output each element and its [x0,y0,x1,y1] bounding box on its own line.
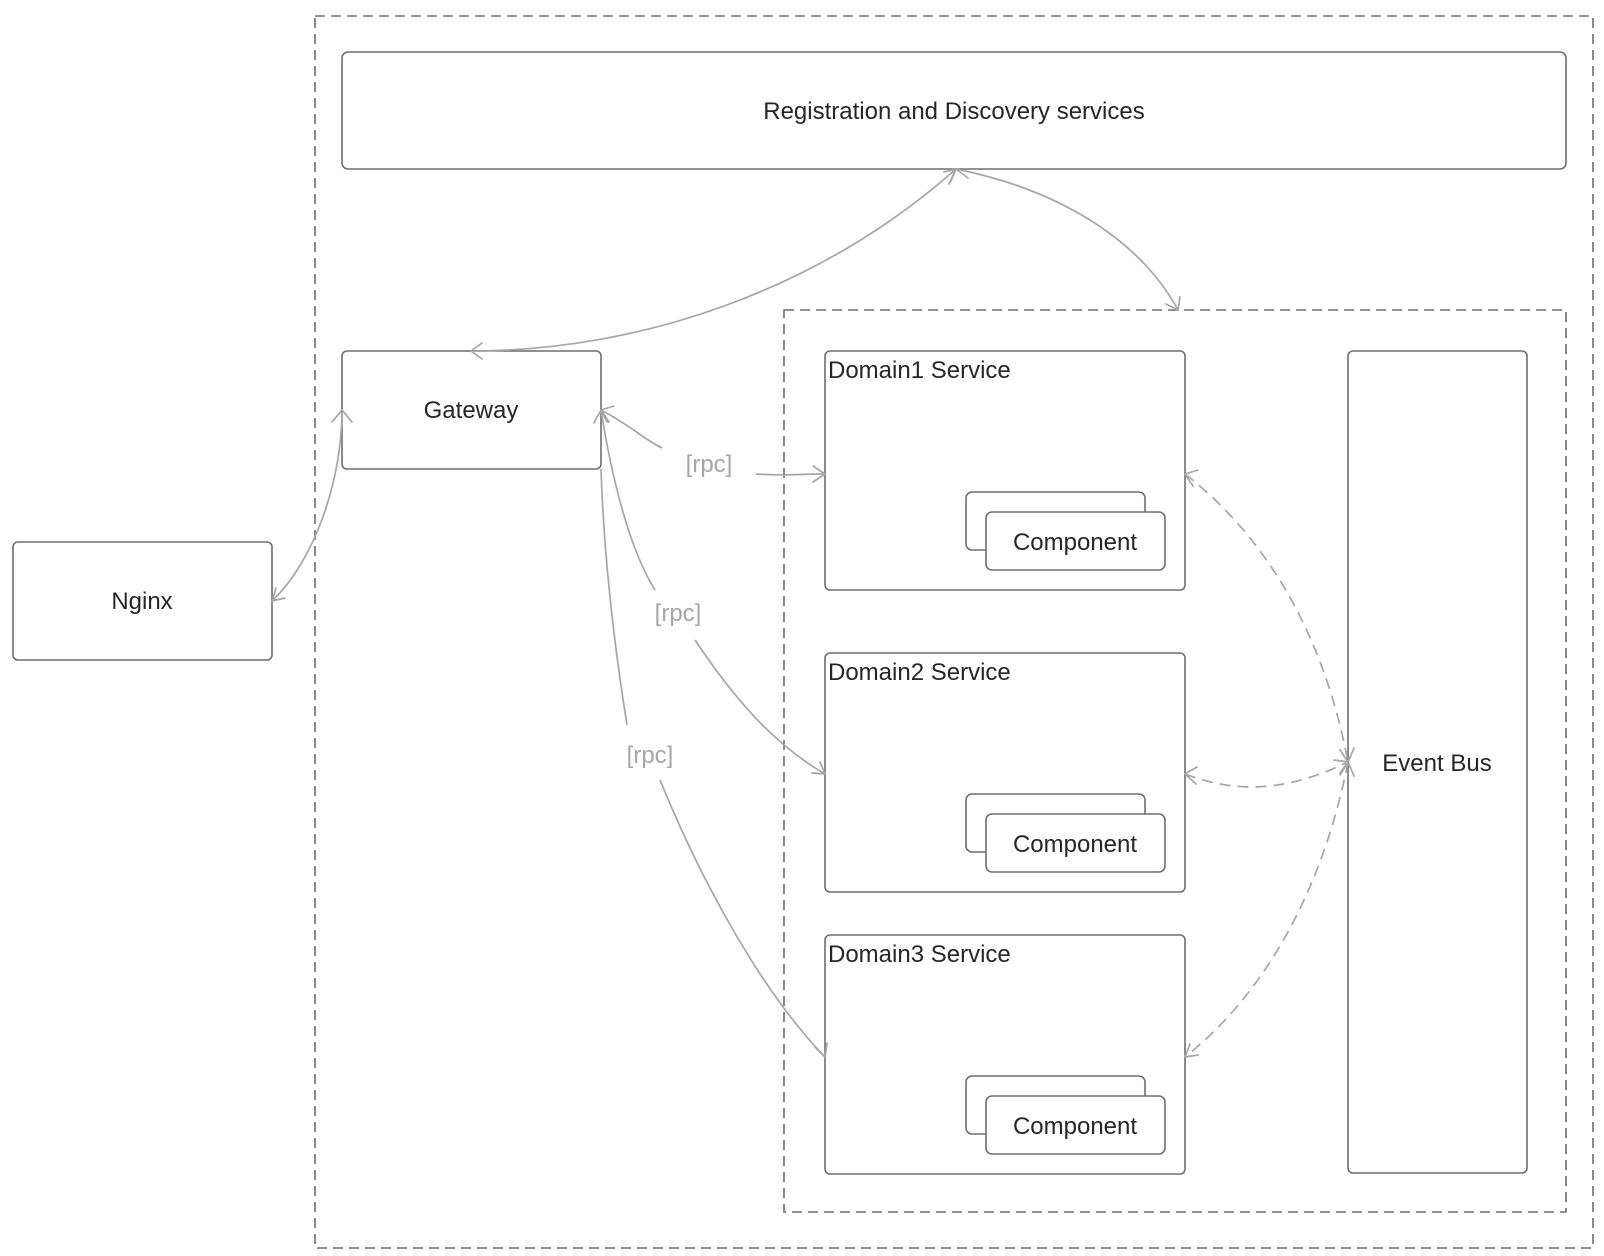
gateway-label: Gateway [424,397,519,424]
edge-gateway-registry [470,168,969,360]
domain1-title: Domain1 Service [828,357,1011,384]
nginx-node[interactable]: Nginx [12,541,273,661]
edge-gateway-domain2: [rpc] [593,409,826,775]
event-bus-label: Event Bus [1382,750,1491,777]
rpc-label-domain2: [rpc] [655,600,702,627]
edge-domain3-eventbus [1184,761,1355,1058]
domain2-component[interactable]: Component [965,793,1166,873]
domain1-component[interactable]: Component [965,491,1166,571]
edge-domain2-eventbus [1184,759,1349,788]
edge-nginx-gateway [271,409,353,602]
edge-registry-services [943,168,1181,311]
system-boundary [314,15,1594,1249]
domain2-component-label: Component [1013,831,1137,858]
rpc-label-domain3: [rpc] [627,742,674,769]
edge-gateway-domain1: [rpc] [600,405,826,483]
nginx-label: Nginx [111,588,172,615]
domain3-service-node[interactable]: Domain3 Service Component [824,934,1186,1175]
edge-domain1-eventbus [1184,469,1355,763]
domain2-title: Domain2 Service [828,659,1011,686]
services-boundary [783,309,1567,1213]
rpc-label-domain1: [rpc] [686,451,733,478]
registry-node[interactable]: Registration and Discovery services [341,51,1567,170]
edge-gateway-domain3: [rpc] [600,468,828,1058]
domain3-component-label: Component [1013,1113,1137,1140]
domain1-service-node[interactable]: Domain1 Service Component [824,350,1186,591]
gateway-node[interactable]: Gateway [341,350,602,470]
event-bus-node[interactable]: Event Bus [1347,350,1528,1174]
domain1-component-label: Component [1013,529,1137,556]
domain3-component[interactable]: Component [965,1075,1166,1155]
domain3-title: Domain3 Service [828,941,1011,968]
domain2-service-node[interactable]: Domain2 Service Component [824,652,1186,893]
registry-label: Registration and Discovery services [763,98,1144,125]
